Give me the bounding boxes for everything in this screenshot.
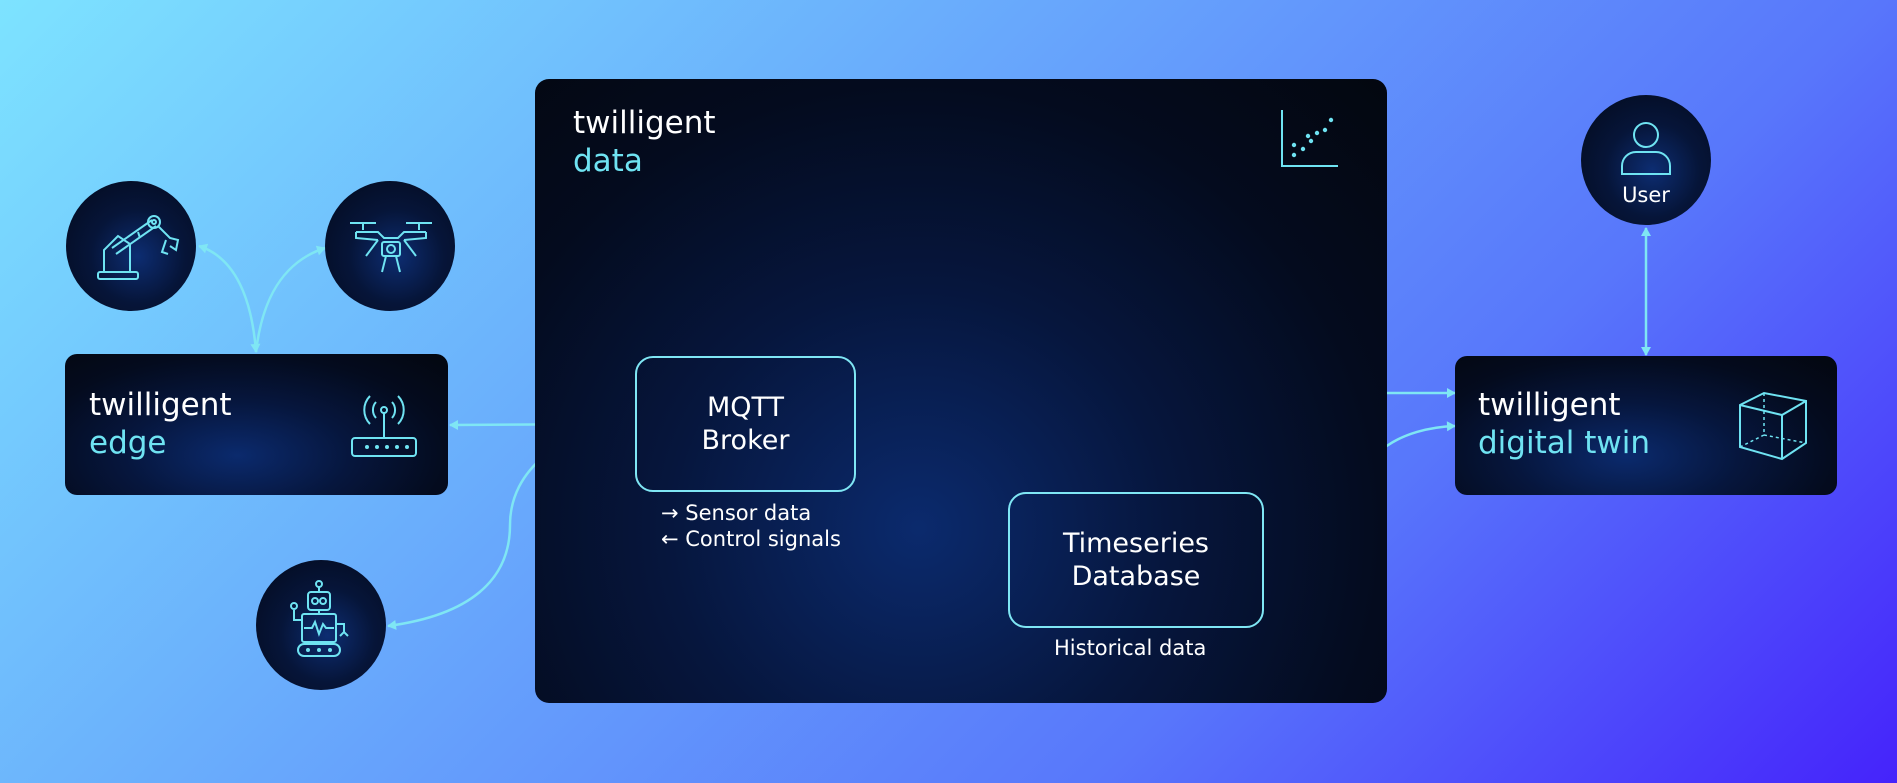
digital-twin-panel <box>1455 356 1837 495</box>
router-icon <box>351 395 417 457</box>
user-icon <box>1621 122 1671 175</box>
mqtt-caption-control: ← Control signals <box>661 527 841 551</box>
digital-twin-title-line2: digital twin <box>1478 425 1650 461</box>
data-panel-title: twilligent data <box>573 104 716 180</box>
mqtt-broker-node: MQTT Broker <box>635 356 856 492</box>
mqtt-broker-line2: Broker <box>701 425 790 456</box>
edge-robot-arm-link <box>198 243 261 353</box>
edge-panel-title-line2: edge <box>89 425 167 461</box>
robot-arm-icon <box>97 215 180 280</box>
data-panel <box>535 79 1387 703</box>
edge-panel-title-line1: twilligent <box>89 387 232 423</box>
edge-panel-title: twilligent edge <box>89 386 232 462</box>
data-panel-title-line2: data <box>573 143 643 179</box>
edge-drone-link <box>254 245 326 353</box>
robot-icon <box>290 580 349 657</box>
data-panel-title-line1: twilligent <box>573 105 716 141</box>
scatter-chart-icon <box>1281 110 1338 167</box>
mqtt-caption: → Sensor data ← Control signals <box>661 500 841 552</box>
mqtt-caption-sensor: → Sensor data <box>661 501 812 525</box>
cube-icon <box>1739 391 1807 461</box>
db-caption: Historical data <box>1054 636 1207 660</box>
digital-twin-panel-title: twilligent digital twin <box>1478 386 1650 462</box>
user-node <box>1581 95 1711 225</box>
digital-twin-title-line1: twilligent <box>1478 387 1621 423</box>
timeseries-db-line2: Database <box>1071 561 1201 592</box>
timeseries-db-line1: Timeseries <box>1062 528 1210 559</box>
mqtt-broker-line1: MQTT <box>706 392 785 423</box>
user-label: User <box>1622 183 1670 207</box>
drone-icon <box>350 222 432 273</box>
timeseries-db-node: Timeseries Database <box>1008 492 1264 628</box>
